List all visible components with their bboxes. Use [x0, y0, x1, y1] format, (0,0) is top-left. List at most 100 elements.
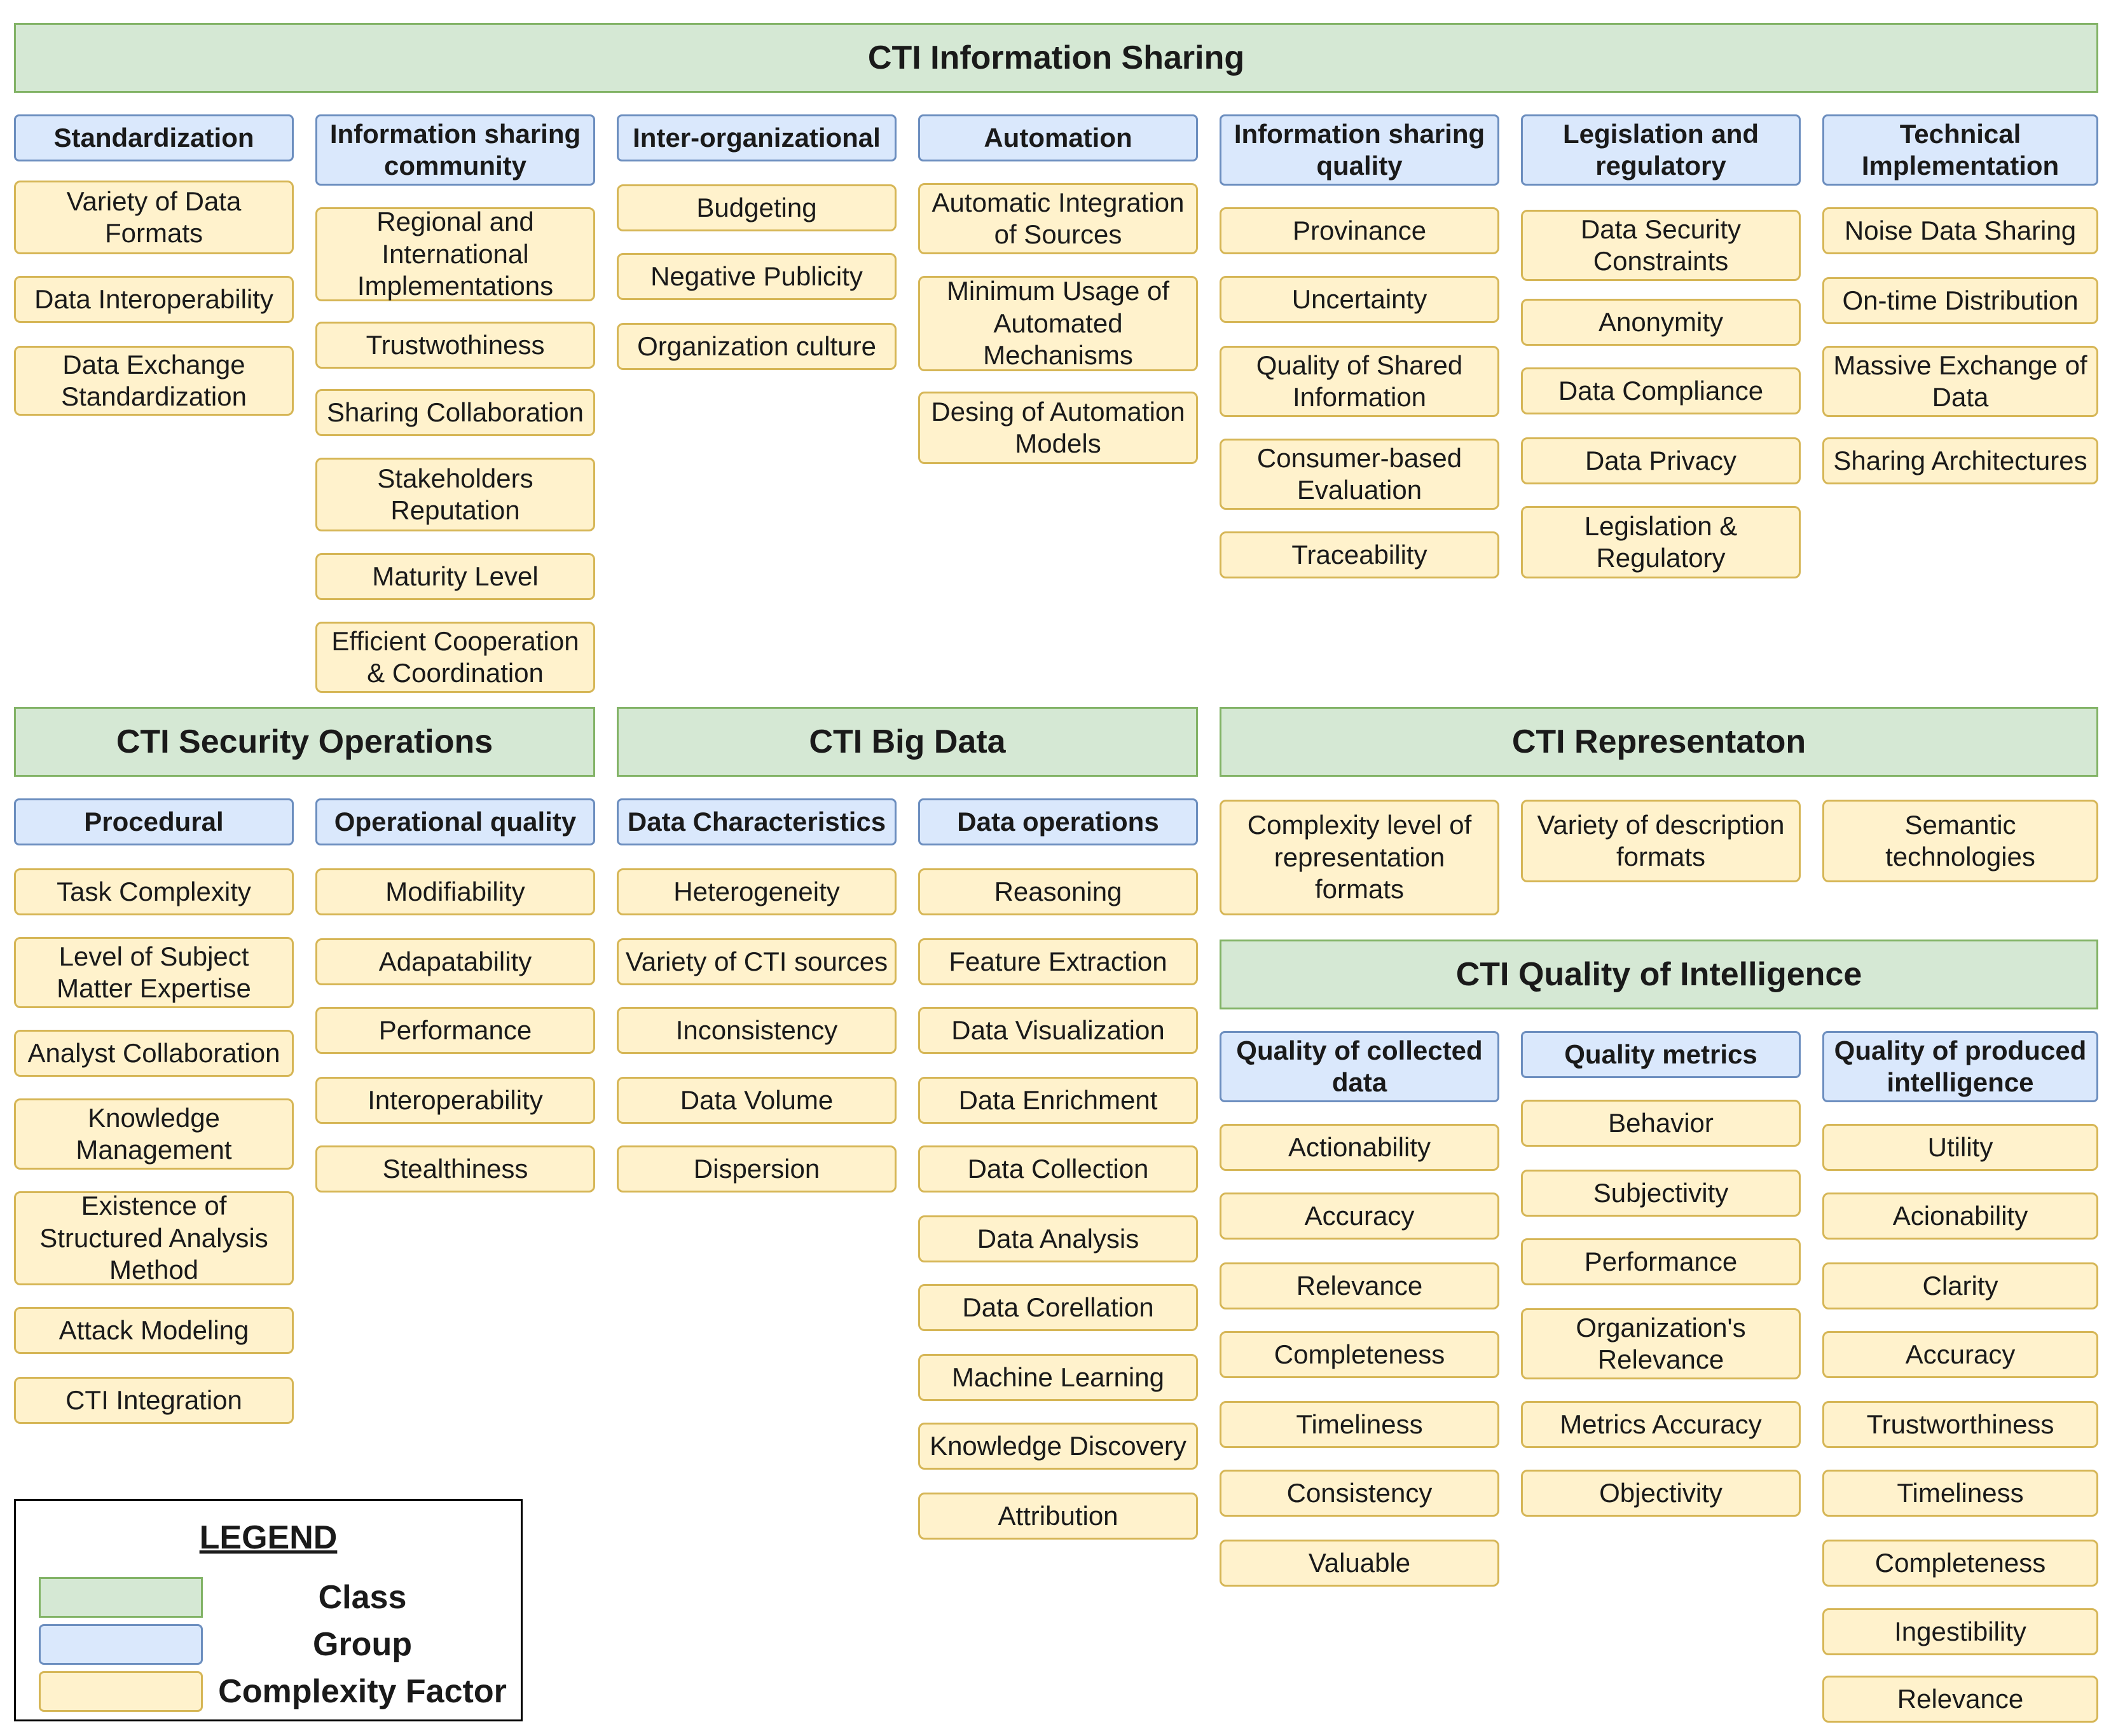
group-data-characteristics: Data Characteristics: [617, 798, 897, 845]
legend-factor-label: Complexity Factor: [218, 1673, 507, 1710]
factor-accuracy-produced: Accuracy: [1822, 1331, 2098, 1378]
group-information-sharing-quality: Information sharing quality: [1220, 114, 1499, 186]
factor-legislation-regulatory: Legislation & Regulatory: [1521, 506, 1801, 578]
factor-data-volume: Data Volume: [617, 1077, 897, 1124]
group-information-sharing-community: Information sharing community: [315, 114, 595, 186]
factor-on-time-distribution: On-time Distribution: [1822, 277, 2098, 324]
factor-attack-modeling: Attack Modeling: [14, 1307, 294, 1354]
factor-accuracy-collected: Accuracy: [1220, 1193, 1499, 1240]
factor-clarity: Clarity: [1822, 1262, 2098, 1309]
factor-semantic-technologies: Semantic technologies: [1822, 800, 2098, 882]
class-security-operations: CTI Security Operations: [14, 707, 595, 777]
factor-relevance-collected: Relevance: [1220, 1262, 1499, 1309]
factor-quality-shared-information: Quality of Shared Information: [1220, 346, 1499, 417]
factor-variety-of-data-formats: Variety of Data Formats: [14, 181, 294, 254]
factor-anonymity: Anonymity: [1521, 299, 1801, 346]
factor-inconsistency: Inconsistency: [617, 1007, 897, 1054]
factor-noise-data-sharing: Noise Data Sharing: [1822, 207, 2098, 254]
factor-data-visualization: Data Visualization: [918, 1007, 1198, 1054]
group-quality-produced-intelligence: Quality of produced intelligence: [1822, 1031, 2098, 1102]
group-standardization: Standardization: [14, 114, 294, 161]
factor-knowledge-discovery: Knowledge Discovery: [918, 1423, 1198, 1470]
factor-knowledge-management: Knowledge Management: [14, 1098, 294, 1170]
factor-acionability: Acionability: [1822, 1193, 2098, 1240]
legend: LEGEND Class Group Complexity Factor: [14, 1499, 523, 1721]
factor-trustwothiness: Trustwothiness: [315, 322, 595, 369]
factor-data-interoperability: Data Interoperability: [14, 276, 294, 323]
factor-metrics-accuracy: Metrics Accuracy: [1521, 1401, 1801, 1448]
factor-subject-matter-expertise: Level of Subject Matter Expertise: [14, 937, 294, 1008]
factor-organizations-relevance: Organization's Relevance: [1521, 1308, 1801, 1379]
factor-behavior: Behavior: [1521, 1100, 1801, 1147]
factor-heterogeneity: Heterogeneity: [617, 868, 897, 915]
legend-factor-swatch: [39, 1671, 203, 1712]
group-quality-metrics: Quality metrics: [1521, 1031, 1801, 1078]
group-operational-quality: Operational quality: [315, 798, 595, 845]
factor-maturity-level: Maturity Level: [315, 553, 595, 600]
factor-data-exchange-standardization: Data Exchange Standardization: [14, 346, 294, 416]
factor-dispersion: Dispersion: [617, 1145, 897, 1193]
factor-regional-international: Regional and International Implementatio…: [315, 207, 595, 301]
legend-group-swatch: [39, 1624, 203, 1665]
factor-actionability: Actionability: [1220, 1124, 1499, 1171]
factor-structured-analysis-method: Existence of Structured Analysis Method: [14, 1191, 294, 1285]
factor-timeliness-produced: Timeliness: [1822, 1470, 2098, 1517]
legend-class-label: Class: [318, 1579, 407, 1616]
factor-uncertainty: Uncertainty: [1220, 276, 1499, 323]
class-representation: CTI Representaton: [1220, 707, 2098, 777]
factor-organization-culture: Organization culture: [617, 323, 897, 370]
factor-data-corellation: Data Corellation: [918, 1284, 1198, 1331]
factor-completeness-collected: Completeness: [1220, 1331, 1499, 1378]
factor-task-complexity: Task Complexity: [14, 868, 294, 915]
factor-valuable: Valuable: [1220, 1540, 1499, 1587]
class-quality-of-intelligence: CTI Quality of Intelligence: [1220, 940, 2098, 1009]
factor-data-enrichment: Data Enrichment: [918, 1077, 1198, 1124]
factor-adapatability: Adapatability: [315, 938, 595, 985]
group-legislation-regulatory: Legislation and regulatory: [1521, 114, 1801, 186]
factor-consistency: Consistency: [1220, 1470, 1499, 1517]
factor-cti-integration: CTI Integration: [14, 1377, 294, 1424]
factor-sharing-architectures: Sharing Architectures: [1822, 437, 2098, 484]
factor-stealthiness: Stealthiness: [315, 1145, 595, 1193]
class-info-sharing: CTI Information Sharing: [14, 23, 2098, 93]
factor-stakeholders-reputation: Stakeholders Reputation: [315, 458, 595, 531]
legend-title: LEGEND: [199, 1519, 338, 1556]
factor-relevance-produced: Relevance: [1822, 1676, 2098, 1723]
factor-attribution: Attribution: [918, 1493, 1198, 1540]
legend-class-swatch: [39, 1577, 203, 1618]
factor-ingestibility: Ingestibility: [1822, 1608, 2098, 1655]
factor-timeliness-collected: Timeliness: [1220, 1401, 1499, 1448]
factor-data-collection: Data Collection: [918, 1145, 1198, 1193]
factor-traceability: Traceability: [1220, 531, 1499, 578]
factor-subjectivity: Subjectivity: [1521, 1170, 1801, 1217]
factor-modifiability: Modifiability: [315, 868, 595, 915]
group-quality-collected-data: Quality of collected data: [1220, 1031, 1499, 1102]
factor-desing-automation-models: Desing of Automation Models: [918, 392, 1198, 464]
factor-sharing-collaboration: Sharing Collaboration: [315, 389, 595, 436]
factor-machine-learning: Machine Learning: [918, 1354, 1198, 1401]
factor-complexity-representation-formats: Complexity level of representation forma…: [1220, 800, 1499, 915]
factor-data-privacy: Data Privacy: [1521, 437, 1801, 484]
group-procedural: Procedural: [14, 798, 294, 845]
factor-minimum-usage-automated: Minimum Usage of Automated Mechanisms: [918, 276, 1198, 371]
factor-feature-extraction: Feature Extraction: [918, 938, 1198, 985]
factor-data-analysis: Data Analysis: [918, 1215, 1198, 1262]
factor-negative-publicity: Negative Publicity: [617, 253, 897, 300]
factor-data-security-constraints: Data Security Constraints: [1521, 210, 1801, 281]
factor-variety-description-formats: Variety of description formats: [1521, 800, 1801, 882]
factor-consumer-based-evaluation: Consumer-based Evaluation: [1220, 439, 1499, 510]
factor-completeness-produced: Completeness: [1822, 1540, 2098, 1587]
factor-interoperability: Interoperability: [315, 1077, 595, 1124]
factor-efficient-cooperation: Efficient Cooperation & Coordination: [315, 622, 595, 693]
factor-objectivity: Objectivity: [1521, 1470, 1801, 1517]
class-big-data: CTI Big Data: [617, 707, 1198, 777]
factor-budgeting: Budgeting: [617, 184, 897, 231]
factor-data-compliance: Data Compliance: [1521, 367, 1801, 414]
factor-trustworthiness: Trustworthiness: [1822, 1401, 2098, 1448]
factor-analyst-collaboration: Analyst Collaboration: [14, 1030, 294, 1077]
factor-performance-metrics: Performance: [1521, 1238, 1801, 1285]
legend-group-label: Group: [313, 1626, 412, 1663]
group-data-operations: Data operations: [918, 798, 1198, 845]
factor-performance-ops: Performance: [315, 1007, 595, 1054]
